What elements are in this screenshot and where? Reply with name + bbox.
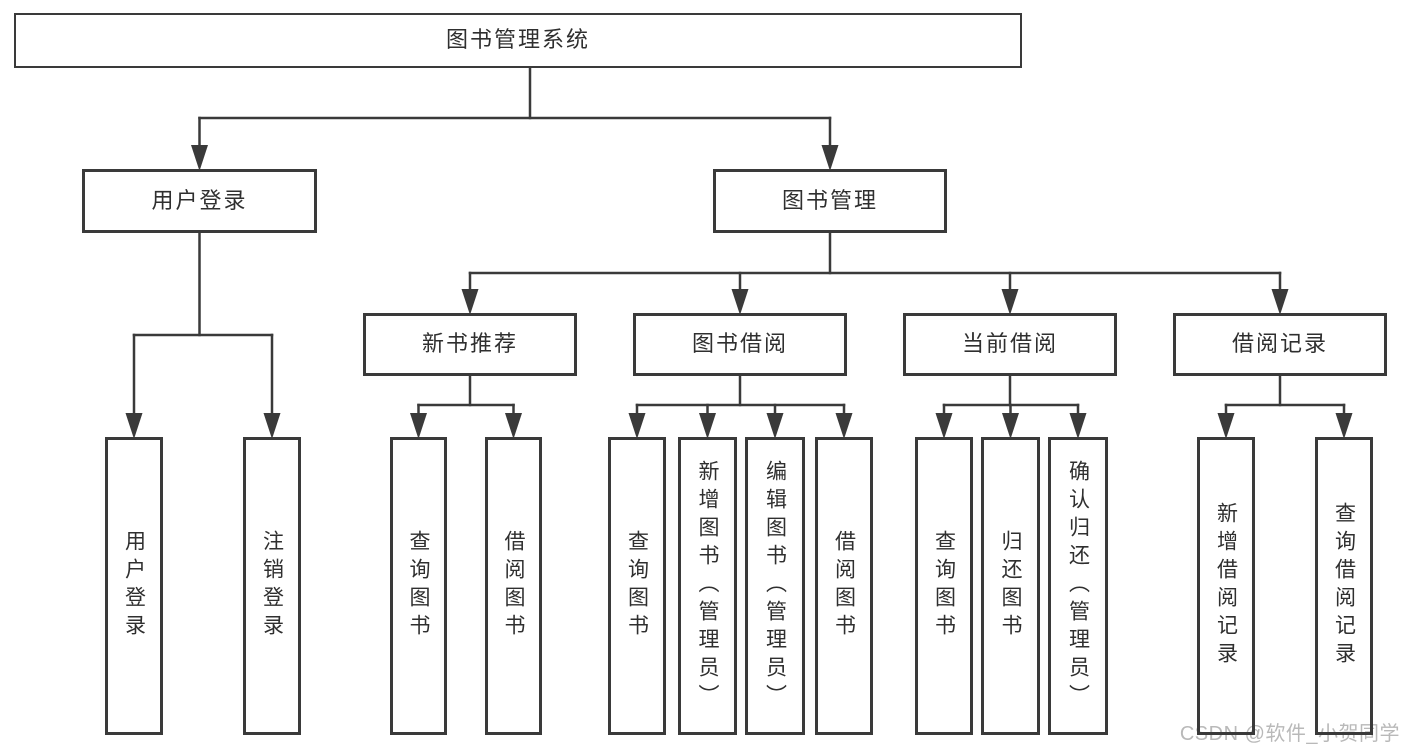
node-label: 图书管理系统	[445, 27, 590, 53]
arrow-down-icon	[935, 413, 953, 439]
leaf-add-books-admin: 新增图书（管理员）	[678, 437, 737, 735]
leaf-query-borrow-record: 查询借阅记录	[1315, 437, 1373, 735]
node-label: 编辑图书（管理员）	[763, 460, 787, 712]
arrow-down-icon	[1217, 413, 1235, 439]
arrow-down-icon	[766, 413, 784, 439]
arrow-down-icon	[1002, 413, 1019, 439]
leaf-borrow-books: 借阅图书	[485, 437, 542, 735]
arrow-down-icon	[1271, 289, 1289, 315]
node-label: 借阅图书	[502, 530, 525, 642]
arrow-down-icon	[835, 413, 853, 439]
leaf-query-books: 查询图书	[390, 437, 447, 735]
arrow-down-icon	[461, 289, 479, 315]
node-label: 当前借阅	[961, 331, 1058, 357]
leaf-borrow-books: 借阅图书	[815, 437, 873, 735]
node-label: 确认归还（管理员）	[1066, 460, 1090, 712]
node-label: 新增借阅记录	[1214, 502, 1238, 670]
arrow-down-icon	[410, 413, 427, 439]
node-label: 归还图书	[999, 530, 1022, 642]
node-current-borrow: 当前借阅	[903, 313, 1117, 376]
node-label: 新书推荐	[421, 331, 518, 357]
node-new-book-recommend: 新书推荐	[363, 313, 577, 376]
arrow-down-icon	[125, 413, 143, 439]
csdn-watermark: CSDN @软件_小贺同学	[1179, 723, 1400, 745]
leaf-add-borrow-record: 新增借阅记录	[1197, 437, 1255, 735]
leaf-confirm-return-admin: 确认归还（管理员）	[1048, 437, 1108, 735]
node-library-system: 图书管理系统	[14, 13, 1022, 68]
arrow-down-icon	[731, 289, 749, 315]
node-label: 查询借阅记录	[1332, 502, 1356, 670]
arrow-down-icon	[1335, 413, 1353, 439]
leaf-query-books: 查询图书	[608, 437, 666, 735]
leaf-user-login: 用户登录	[105, 437, 163, 735]
arrow-down-icon	[505, 413, 522, 439]
arrow-down-icon	[1069, 413, 1087, 439]
leaf-edit-books-admin: 编辑图书（管理员）	[745, 437, 805, 735]
node-label: 图书管理	[781, 187, 878, 213]
arrow-down-icon	[263, 413, 281, 439]
node-borrow-record: 借阅记录	[1173, 313, 1387, 376]
node-user-login: 用户登录	[82, 169, 317, 233]
arrow-down-icon	[1001, 289, 1019, 315]
leaf-return-books: 归还图书	[981, 437, 1040, 735]
node-label: 用户登录	[122, 530, 146, 642]
arrow-down-icon	[628, 413, 646, 439]
arrow-down-icon	[821, 145, 839, 171]
node-label: 查询图书	[932, 530, 956, 642]
node-label: 查询图书	[625, 530, 649, 642]
node-label: 图书借阅	[691, 331, 788, 357]
node-book-management: 图书管理	[713, 169, 947, 233]
leaf-query-books: 查询图书	[915, 437, 973, 735]
node-label: 查询图书	[407, 530, 430, 642]
node-label: 借阅图书	[832, 530, 856, 642]
node-label: 注销登录	[260, 530, 284, 642]
node-label: 借阅记录	[1231, 331, 1328, 357]
arrow-down-icon	[191, 145, 208, 171]
leaf-logout: 注销登录	[243, 437, 301, 735]
node-book-borrow: 图书借阅	[633, 313, 847, 376]
node-label: 用户登录	[151, 187, 248, 213]
node-label: 新增图书（管理员）	[696, 460, 719, 712]
arrow-down-icon	[699, 413, 716, 439]
